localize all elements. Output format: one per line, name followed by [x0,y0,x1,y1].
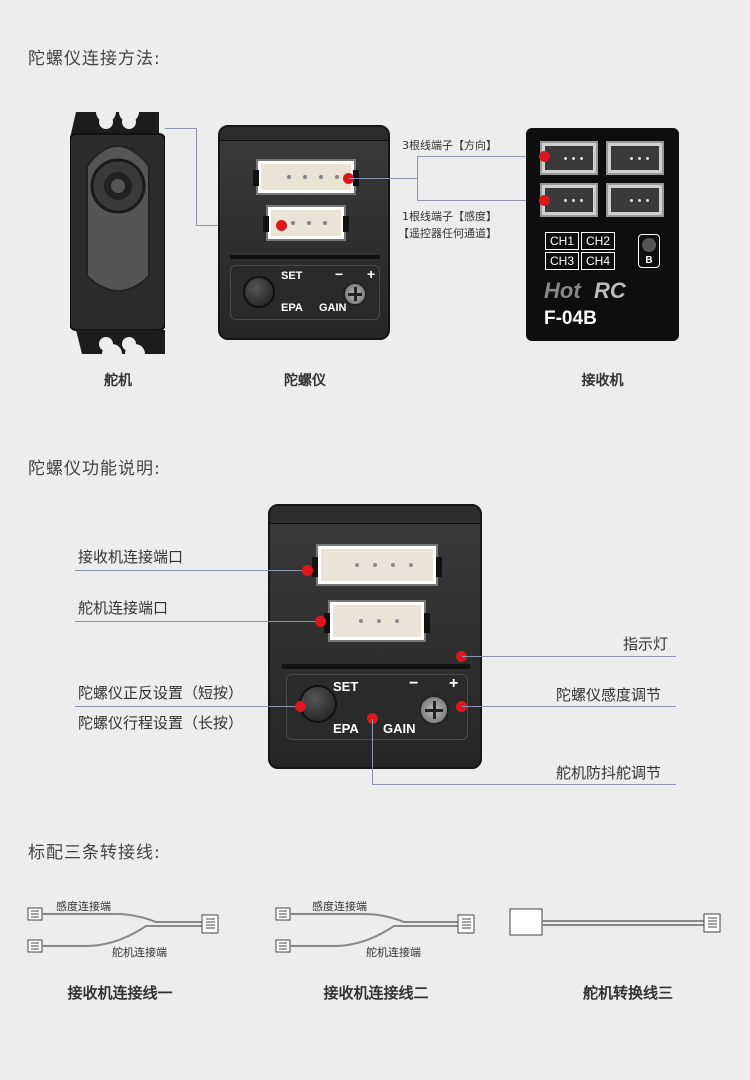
set-button-detail[interactable] [299,685,337,723]
section-title-cables: 标配三条转接线: [28,843,161,863]
label-epa-detail: EPA [333,721,359,736]
label-minus: − [335,266,344,282]
callout-sensitivity: 陀螺仪感度调节 [556,686,662,704]
brand-hot: Hot [544,278,581,303]
gyro-rx-port [253,161,359,193]
cable-three-caption: 舵机转换线三 [582,984,673,1002]
caption-receiver: 接收机 [581,373,624,389]
cable-one-bottom-label: 舵机连接端 [112,946,167,959]
bind-button[interactable]: B [638,234,660,268]
set-button[interactable] [243,276,275,308]
gain-knob-detail[interactable] [419,695,449,725]
cable-two-top-label: 感度连接端 [312,900,367,913]
gyro-servo-port [263,207,349,239]
ch4-label: CH4 [581,252,615,270]
label-set: SET [281,270,303,282]
label-one-wire-2: 【遥控器任何通道】 [398,227,497,240]
cable-two-caption: 接收机连接线二 [323,984,429,1002]
receiver-model: F-04B [544,308,597,329]
label-set-detail: SET [333,679,359,694]
callout-reverse: 陀螺仪正反设置（短按） [78,684,244,702]
cable-two-bottom-label: 舵机连接端 [366,946,421,959]
label-one-wire-1: 1根线端子【感度】 [402,210,497,223]
ch2-label: CH2 [581,232,615,250]
section-title-connection: 陀螺仪连接方法: [28,49,161,69]
cable-two-icon [275,907,475,953]
cable-one-top-label: 感度连接端 [56,900,111,913]
servo-icon [69,112,166,354]
gain-knob[interactable] [343,282,367,306]
callout-servo-port: 舵机连接端口 [78,599,169,617]
cable-three-icon [509,908,721,936]
gyro-device: SET EPA GAIN − + [218,125,390,340]
servo-illustration [69,108,166,358]
label-plus: + [367,266,376,282]
receiver-device: CH1 CH2 CH3 CH4 B Hot RC F-04B [526,128,679,341]
label-plus-detail: + [449,675,459,692]
callout-indicator: 指示灯 [623,635,669,653]
cable-one-icon [27,907,219,953]
caption-gyro: 陀螺仪 [284,373,326,389]
callout-travel: 陀螺仪行程设置（长按） [78,714,244,732]
ch3-label: CH3 [545,252,579,270]
label-epa: EPA [281,302,303,314]
callout-rx-port: 接收机连接端口 [78,548,184,566]
callout-anti-shake: 舵机防抖舵调节 [556,764,662,782]
bind-button-label: B [645,255,653,266]
caption-servo: 舵机 [104,373,132,389]
gyro-rx-port-detail [312,546,442,584]
section-title-function: 陀螺仪功能说明: [28,459,161,479]
brand-rc: RC [594,278,626,303]
label-gain: GAIN [319,302,347,314]
ch1-label: CH1 [545,232,579,250]
cable-one [26,898,226,968]
gyro-device-detail: SET EPA GAIN − + [268,504,482,769]
label-gain-detail: GAIN [383,721,416,736]
cable-one-caption: 接收机连接线一 [67,984,173,1002]
cable-three [508,906,724,940]
cable-two [274,898,484,968]
gyro-servo-port-detail [324,602,430,640]
label-three-wire: 3根线端子【方向】 [402,139,497,152]
label-minus-detail: − [409,675,419,692]
